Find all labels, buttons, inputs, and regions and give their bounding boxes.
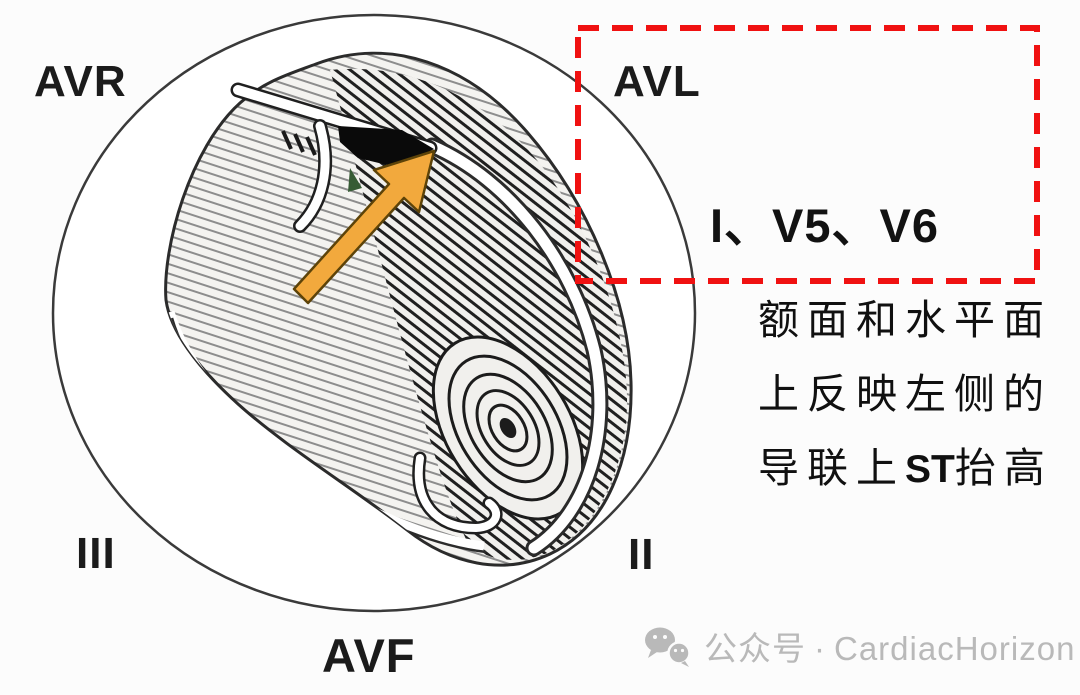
- electrical-axis-arrow: [292, 149, 436, 305]
- highlight-box: [575, 25, 1040, 284]
- annotation-line-1: 额面和水平面: [758, 296, 1052, 344]
- annotation-line-3: 导联上ST抬高: [758, 444, 1053, 492]
- st-segment-label: ST: [905, 448, 955, 491]
- lead-label-ii: II: [628, 530, 655, 579]
- watermark: 公众号·CardiacHorizon: [644, 626, 1075, 673]
- highlighted-leads-text: I、V5、V6: [710, 199, 940, 252]
- annotation-line-2: 上反映左侧的: [758, 370, 1052, 418]
- lead-label-avr: AVR: [34, 57, 127, 106]
- apex-whorl: [431, 335, 585, 521]
- lead-label-iii: III: [76, 529, 116, 578]
- lead-label-avl: AVL: [613, 57, 701, 106]
- watermark-text: 公众号·CardiacHorizon: [704, 630, 1076, 668]
- wechat-icon: [644, 626, 692, 673]
- annotation-text: 额面和水平面 上反映左侧的 导联上ST抬高: [758, 300, 1068, 522]
- lead-label-avf: AVF: [322, 629, 416, 682]
